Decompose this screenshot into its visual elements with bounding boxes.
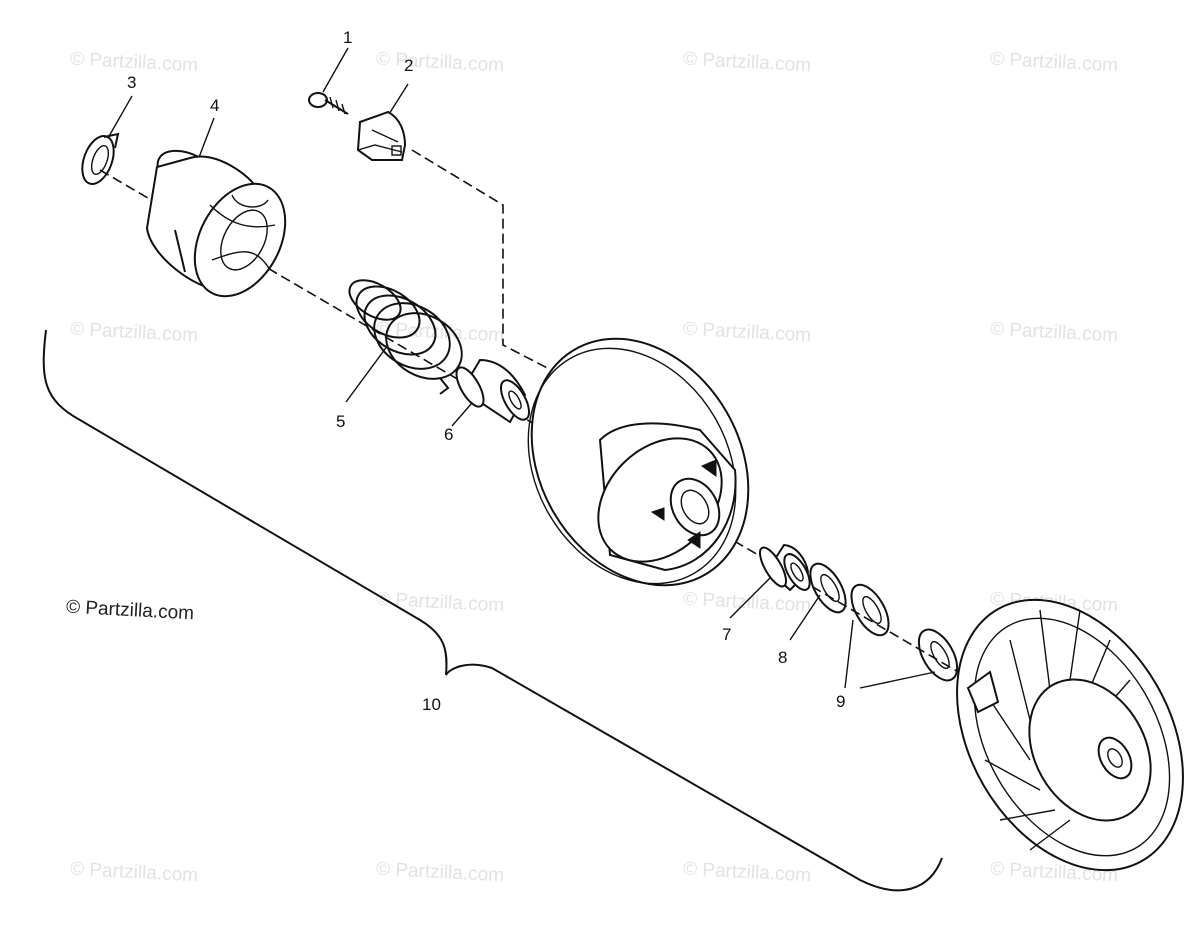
- leader-line-7: [729, 577, 771, 619]
- callout-1: 1: [343, 28, 353, 47]
- leader-line-9b: [859, 671, 936, 689]
- leader-line-4: [197, 117, 215, 161]
- callout-8: 8: [778, 648, 788, 667]
- assembly-bracket: [42, 329, 943, 892]
- snap-ring-part: [81, 132, 120, 185]
- callout-5: 5: [336, 412, 346, 431]
- helix-cam-part: [145, 149, 287, 298]
- leader-line-5: [345, 344, 389, 403]
- spring-part: [348, 279, 463, 395]
- guide-line-2: [411, 149, 556, 373]
- washer-part-9b: [917, 628, 959, 682]
- washer-part-8: [809, 562, 847, 614]
- leader-line-1: [322, 47, 349, 93]
- callout-3: 3: [127, 73, 137, 92]
- callout-9: 9: [836, 692, 846, 711]
- screw-part: [308, 92, 349, 115]
- callout-7: 7: [722, 625, 732, 644]
- callout-2: 2: [404, 56, 414, 75]
- washer-part-9a: [850, 583, 890, 637]
- bearing-part: [759, 543, 811, 592]
- leader-line-8: [789, 594, 821, 641]
- callout-10: 10: [422, 695, 441, 714]
- leader-line-9a: [844, 619, 854, 689]
- bushing-part: [455, 358, 530, 424]
- moveable-sheave-part: [527, 337, 750, 587]
- callout-6: 6: [444, 425, 454, 444]
- callout-4: 4: [210, 96, 220, 115]
- slider-button-part: [356, 110, 407, 161]
- leader-line-3: [107, 95, 133, 139]
- stationary-sheave-part: [956, 598, 1184, 872]
